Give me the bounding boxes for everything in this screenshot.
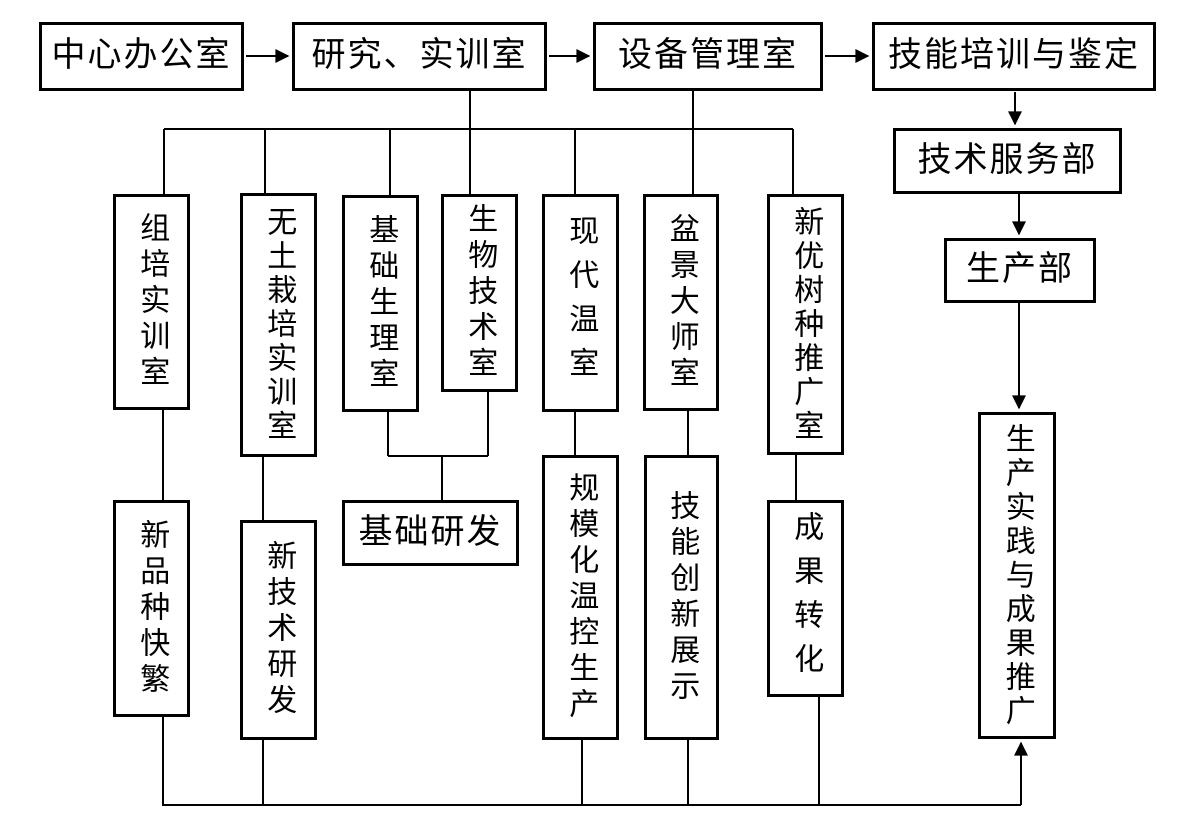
node-tissue-culture-training-room: 组培实训室 [113, 194, 190, 410]
node-production-practice-promotion: 生产实践与成果推广 [978, 412, 1056, 739]
node-modern-greenhouse: 现代温室 [542, 194, 619, 412]
node-achievement-transformation: 成果转化 [767, 500, 844, 697]
node-biotech-room: 生物技术室 [441, 194, 518, 392]
node-equipment-management-room: 设备管理室 [593, 22, 823, 91]
node-skill-innovation-display: 技能创新展示 [644, 455, 719, 740]
node-basic-physiology-room: 基础生理室 [342, 195, 419, 412]
node-scale-climate-production: 规模化温控生产 [542, 455, 619, 740]
arrow-connectors [246, 49, 1028, 805]
node-new-tree-promotion-room: 新优树种推广室 [767, 194, 844, 455]
node-basic-rd: 基础研发 [342, 500, 519, 566]
node-center-office: 中心办公室 [39, 22, 244, 91]
node-bonsai-master-room: 盆景大师室 [643, 194, 719, 411]
node-research-training-room: 研究、实训室 [292, 22, 547, 91]
node-production-dept: 生产部 [944, 238, 1096, 303]
node-soilless-training-room: 无土栽培实训室 [240, 193, 317, 457]
node-new-variety-propagation: 新品种快繁 [113, 500, 190, 717]
node-new-tech-rd: 新技术研发 [240, 520, 317, 740]
plain-connectors [162, 91, 1021, 806]
node-tech-service-dept: 技术服务部 [893, 128, 1122, 194]
node-skill-training-appraisal: 技能培训与鉴定 [872, 22, 1156, 91]
